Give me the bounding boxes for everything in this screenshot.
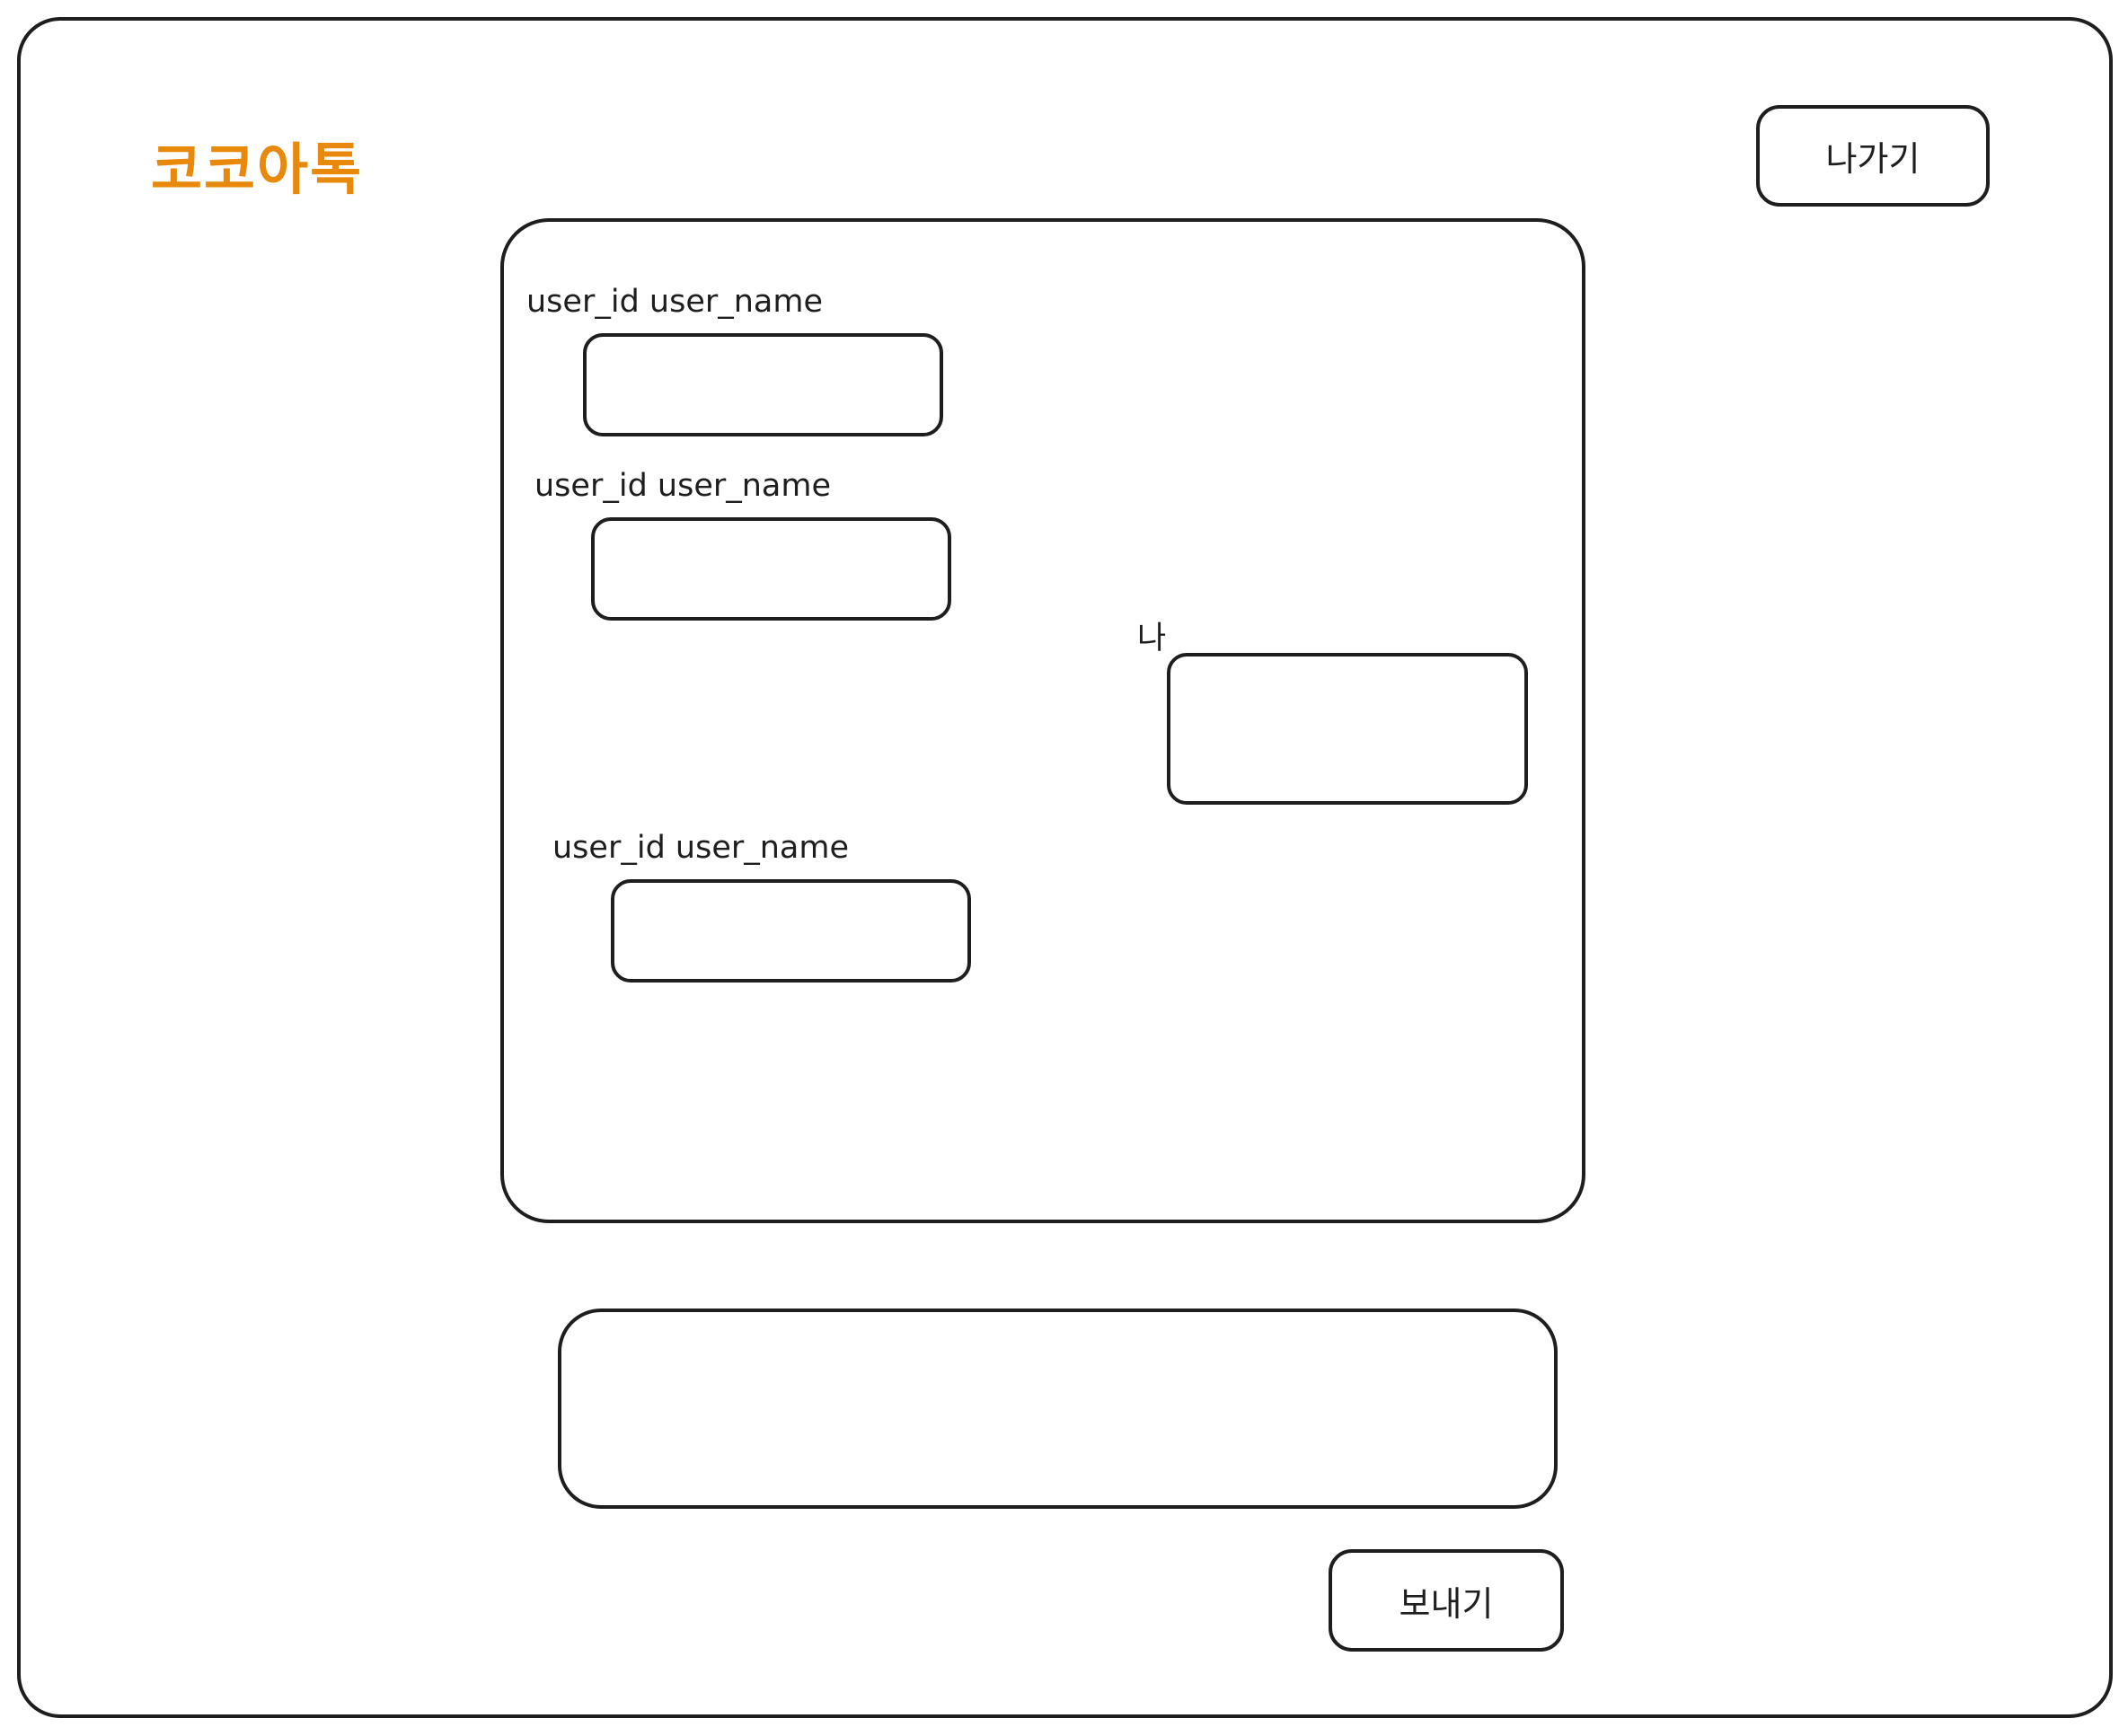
my-message-sender-label: 나 bbox=[1137, 621, 1167, 657]
my-message-bubble bbox=[1167, 653, 1528, 805]
message-sender-label: user_id user_name bbox=[534, 468, 832, 504]
message-sender-label: user_id user_name bbox=[526, 284, 824, 320]
send-button[interactable]: 보내기 bbox=[1329, 1549, 1564, 1652]
app-window bbox=[17, 17, 2113, 1718]
app-title: 코코아톡 bbox=[151, 137, 364, 202]
message-input[interactable] bbox=[558, 1309, 1558, 1509]
message-sender-label: user_id user_name bbox=[552, 830, 850, 866]
chat-messages-panel[interactable] bbox=[500, 218, 1585, 1223]
message-bubble bbox=[611, 879, 971, 983]
message-bubble bbox=[583, 333, 943, 436]
exit-button[interactable]: 나가기 bbox=[1756, 105, 1990, 207]
message-bubble bbox=[591, 517, 951, 621]
